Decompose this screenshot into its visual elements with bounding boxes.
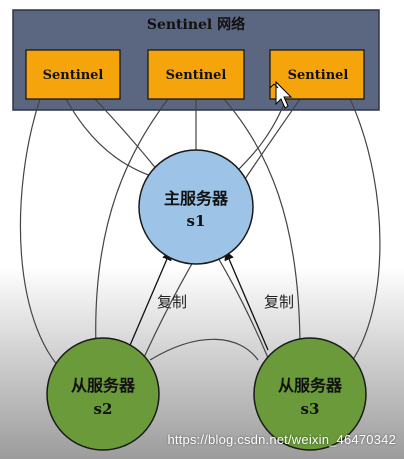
sentinel-label: Sentinel [288,68,349,83]
sentinel-label: Sentinel [43,68,104,83]
master-label: 主服务器 [164,189,229,208]
slave-id: s2 [94,400,113,418]
network-title: Sentinel 网络 [147,16,245,33]
master-node: 主服务器 s1 [138,149,254,265]
slave-node-s3: 从服务器 s3 [253,337,367,451]
sentinel-label: Sentinel [166,68,227,83]
slave-label: 从服务器 [278,376,343,395]
replication-arrow-s3 [224,250,269,351]
connection-lines [19,98,381,395]
watermark: https://blog.csdn.net/weixin_46470342 [167,432,396,447]
master-id: s1 [187,212,206,230]
sentinel-node-2: Sentinel [147,49,245,100]
slave-id: s3 [301,400,320,418]
replication-arrow-s2 [127,250,172,351]
replication-label-s2: 复制 [157,293,187,311]
move-cursor-icon [269,80,293,109]
sentinel-node-3: Sentinel [269,49,365,100]
slave-label: 从服务器 [71,376,136,395]
slave-node-s2: 从服务器 s2 [46,337,160,451]
sentinel-node-1: Sentinel [25,49,121,100]
replication-label-s3: 复制 [264,293,294,311]
